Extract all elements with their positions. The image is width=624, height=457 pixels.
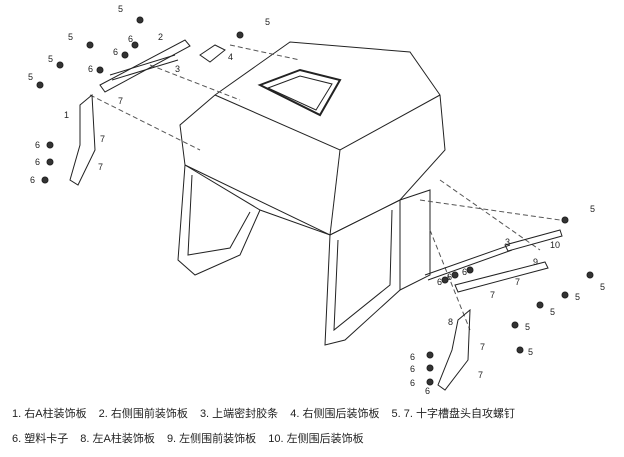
callout-label: 7 xyxy=(98,162,103,172)
callout-label: 7 xyxy=(118,96,123,106)
assembly-lines xyxy=(89,44,561,331)
upper-seal-strip xyxy=(109,54,179,81)
legend-item: 10. 左侧围后装饰板 xyxy=(268,433,364,445)
left-a-pillar-trim xyxy=(437,308,471,391)
legend-item: 4. 右侧围后装饰板 xyxy=(290,408,380,420)
left-rear-side-trim xyxy=(504,229,563,252)
callout-label: 6 xyxy=(410,352,415,362)
callout-label: 6 xyxy=(425,386,430,396)
right-front-side-trim xyxy=(99,39,191,93)
legend-row-1: 1. 右A柱装饰板 2. 右侧围前装饰板 3. 上端密封胶条 4. 右侧围后装饰… xyxy=(12,405,524,421)
callout-label: 6 xyxy=(128,34,133,44)
callout-label: 5 xyxy=(265,17,270,27)
callout-label: 6 xyxy=(447,272,452,282)
legend-item: 9. 左侧围前装饰板 xyxy=(166,433,257,445)
callout-label: 6 xyxy=(410,364,415,374)
callout-label: 5 xyxy=(590,204,595,214)
callout-label: 3 xyxy=(175,64,180,74)
callout-label: 6 xyxy=(35,140,40,150)
callout-label: 5 xyxy=(68,32,73,42)
callout-label: 7 xyxy=(478,370,483,380)
callout-label: 5 xyxy=(48,54,53,64)
callout-label: 7 xyxy=(100,134,105,144)
callout-label: 5 xyxy=(28,72,33,82)
callout-label: 5 xyxy=(528,347,533,357)
left-front-side-trim xyxy=(454,261,549,293)
legend-item: 6. 塑料卡子 xyxy=(12,433,69,445)
callout-label: 5 xyxy=(600,282,605,292)
callout-label: 5 xyxy=(118,4,123,14)
callout-label: 6 xyxy=(30,175,35,185)
legend-item: 1. 右A柱装饰板 xyxy=(12,408,87,420)
legend-item: 5. 7. 十字槽盘头自攻螺钉 xyxy=(391,408,515,420)
callout-label: 7 xyxy=(480,342,485,352)
cab-body xyxy=(177,41,446,346)
callout-label: 6 xyxy=(462,267,467,277)
callout-label: 6 xyxy=(113,47,118,57)
callout-label: 5 xyxy=(550,307,555,317)
legend-item: 8. 左A柱装饰板 xyxy=(80,433,155,445)
callout-label: 2 xyxy=(158,32,163,42)
callout-label: 5 xyxy=(525,322,530,332)
callout-label: 5 xyxy=(575,292,580,302)
callout-label: 1 xyxy=(64,110,69,120)
legend-row-2: 6. 塑料卡子 8. 左A柱装饰板 9. 左侧围前装饰板 10. 左侧围后装饰板 xyxy=(12,430,373,446)
right-rear-side-trim xyxy=(199,44,226,63)
callout-label: 6 xyxy=(437,277,442,287)
screws-and-clips xyxy=(36,16,594,386)
callout-label: 6 xyxy=(410,378,415,388)
callout-label: 6 xyxy=(88,64,93,74)
callout-label: 9 xyxy=(533,257,538,267)
callout-label: 7 xyxy=(515,277,520,287)
callout-label: 4 xyxy=(228,52,233,62)
legend-item: 2. 右侧围前装饰板 xyxy=(98,408,188,420)
legend-item: 3. 上端密封胶条 xyxy=(199,408,279,420)
callout-label: 3 xyxy=(505,237,510,247)
callout-label: 10 xyxy=(550,240,560,250)
upper-seal-strip-left xyxy=(424,244,513,281)
right-a-pillar-trim xyxy=(69,93,96,186)
callout-label: 6 xyxy=(35,157,40,167)
callout-label: 8 xyxy=(448,317,453,327)
callout-label: 7 xyxy=(490,290,495,300)
